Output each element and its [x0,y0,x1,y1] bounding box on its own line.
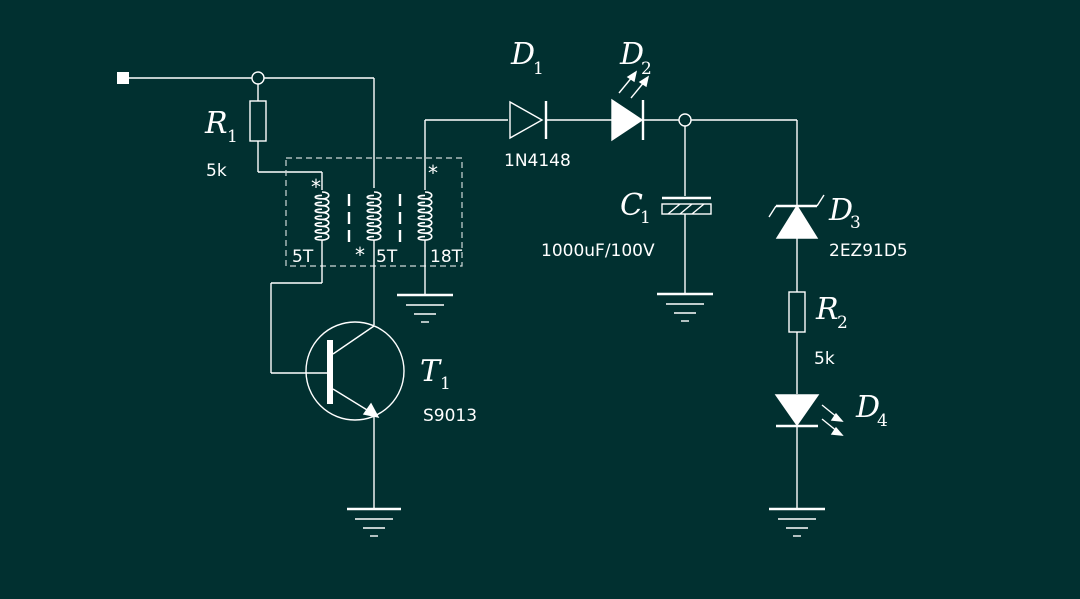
transistor-t1 [305,321,405,508]
diode-d1 [509,100,612,140]
winding-2-turns-label: 5T [376,247,398,267]
r1-value-label: 5k [206,161,227,181]
winding-1-turns-label: 5T [292,247,314,267]
winding-3-dot-mark: * [428,161,438,185]
d3-ref-label: D [828,193,853,228]
c1-ref-label: C [620,188,643,223]
output-junction-node [678,113,692,127]
base-feedback-wire [270,282,328,374]
r2-value-label: 5k [814,349,835,369]
r1-ref-subscript: 1 [227,127,238,147]
t1-ref-subscript: 1 [440,374,451,394]
winding-1-dot-mark: * [311,175,321,199]
transformer-winding-2 [366,191,382,325]
ground-symbol-led [769,507,825,537]
r1-ref-label: R [204,106,228,141]
t1-ref-label: T [420,354,442,389]
d1-ref-subscript: 1 [533,59,544,79]
ground-symbol-capacitor [657,292,713,322]
led-d2 [611,70,679,142]
transformer-winding-1 [314,191,330,283]
zener-diode-d3 [768,120,825,292]
c1-value-label: 1000uF/100V [541,241,655,261]
d1-ref-label: D [510,37,535,72]
d3-ref-subscript: 3 [850,213,861,233]
d2-ref-subscript: 2 [641,59,652,79]
led-d4 [774,394,844,508]
d4-ref-subscript: 4 [877,411,888,431]
d1-value-label: 1N4148 [504,151,571,171]
resistor-r1 [249,84,323,190]
winding-2-dot-mark: * [355,243,365,267]
transformer-winding-3 [417,120,433,294]
input-terminal [117,72,129,84]
r2-ref-label: R [815,292,839,327]
d2-ref-label: D [619,37,644,72]
c1-ref-subscript: 1 [640,208,651,228]
capacitor-c1 [661,126,712,293]
input-rail-wire [129,77,375,188]
ground-symbol-emitter [347,507,401,537]
resistor-r2 [788,291,806,394]
t1-value-label: S9013 [423,406,477,426]
ground-symbol-transformer [397,293,453,323]
d3-value-label: 2EZ91D5 [829,241,908,261]
r2-ref-subscript: 2 [837,313,848,333]
winding-3-turns-label: 18T [430,247,463,267]
d4-ref-label: D [855,390,880,425]
input-junction-node [251,71,265,85]
